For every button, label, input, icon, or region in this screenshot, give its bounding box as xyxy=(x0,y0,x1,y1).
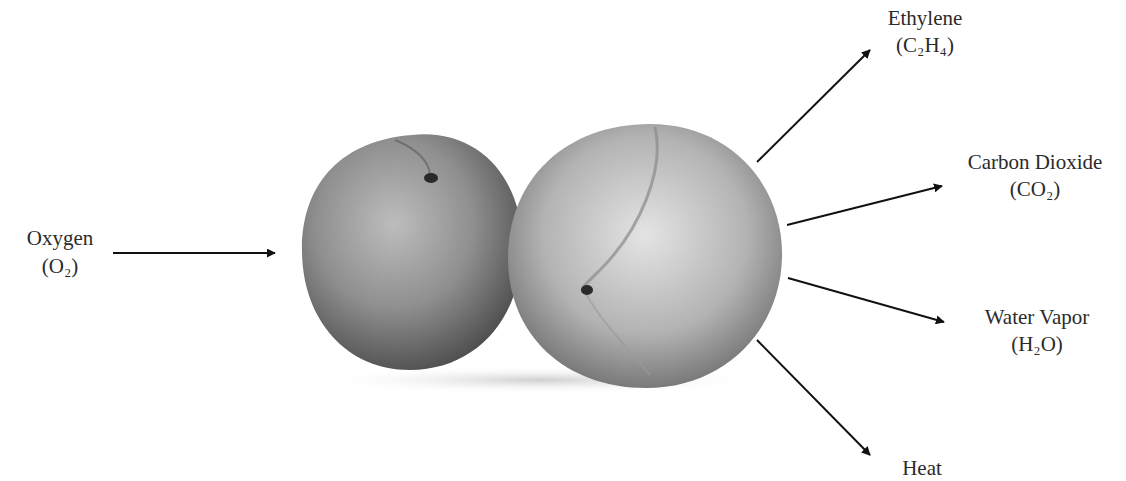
chemical-formula: (CO₂) xyxy=(1010,177,1060,201)
oxygen-arrow xyxy=(113,252,275,254)
co2-arrow xyxy=(787,186,942,225)
gas-name: Water Vapor xyxy=(985,305,1090,329)
water-arrow xyxy=(788,278,944,322)
gas-name: Oxygen xyxy=(27,226,94,250)
flow-arrows xyxy=(113,50,944,455)
right-peach xyxy=(508,124,782,388)
chemical-formula: (C₂H₄) xyxy=(896,33,954,57)
ethylene-arrow xyxy=(757,50,870,162)
gas-name: Carbon Dioxide xyxy=(968,150,1103,174)
chemical-formula: (H₂O) xyxy=(1011,332,1063,356)
left-peach xyxy=(302,134,522,370)
heat-arrow xyxy=(757,340,870,455)
chemical-formula: (O₂) xyxy=(42,254,78,278)
output-label: Heat xyxy=(902,456,942,480)
gas-name: Ethylene xyxy=(888,6,963,30)
